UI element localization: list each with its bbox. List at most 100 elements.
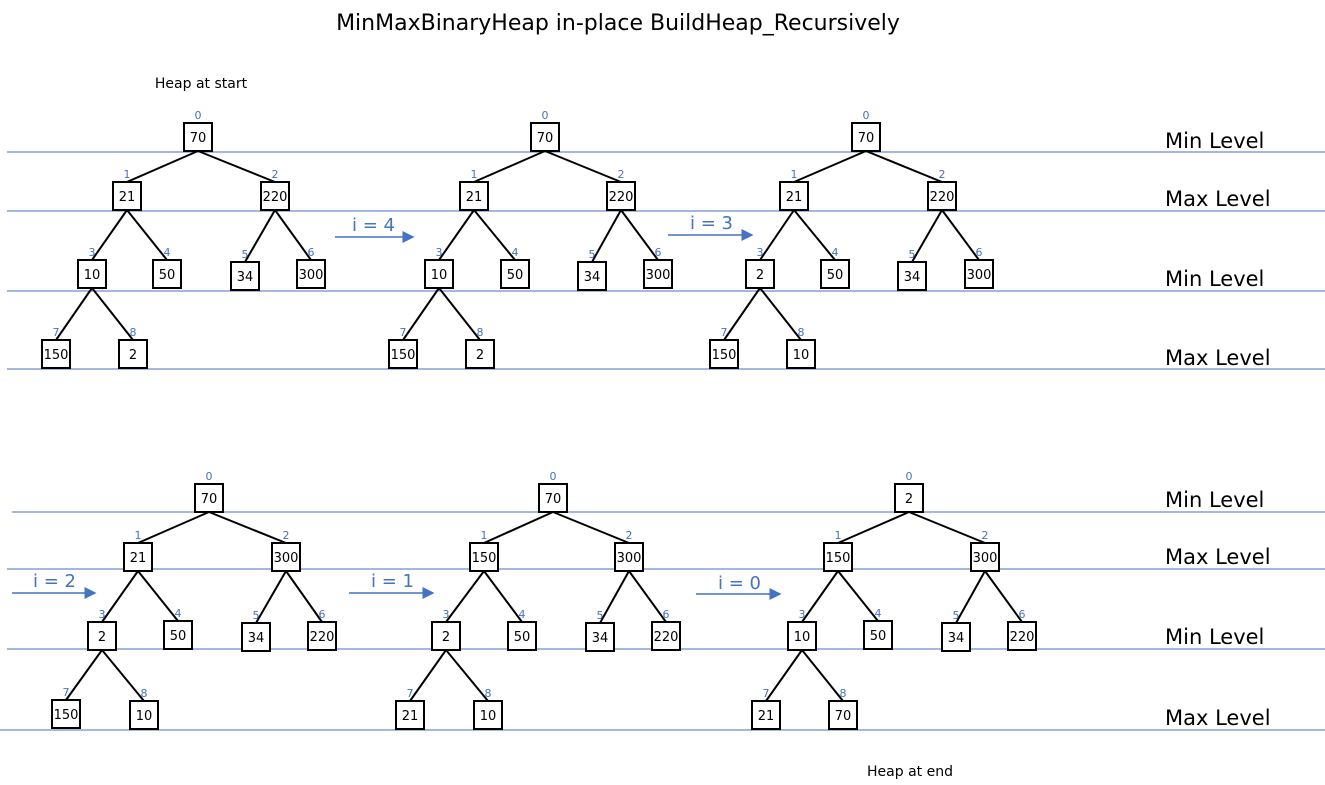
heap-node: 108 bbox=[129, 687, 159, 730]
node-index: 8 bbox=[485, 687, 492, 700]
node-box bbox=[118, 339, 148, 369]
node-index: 0 bbox=[206, 470, 213, 483]
tree-edge bbox=[801, 649, 844, 702]
tree-edge bbox=[65, 649, 103, 701]
node-value: 34 bbox=[592, 631, 609, 646]
heap-node: 23 bbox=[431, 608, 461, 651]
tree-edge bbox=[620, 209, 659, 261]
node-value: 150 bbox=[44, 348, 69, 363]
node-box bbox=[388, 339, 418, 369]
node-box bbox=[745, 259, 775, 289]
tree-edge bbox=[591, 209, 622, 263]
node-value: 220 bbox=[609, 190, 634, 205]
node-index: 5 bbox=[597, 609, 604, 622]
node-value: 300 bbox=[274, 551, 299, 566]
node-box bbox=[183, 122, 213, 152]
level-label: Max Level bbox=[1165, 187, 1271, 211]
node-value: 300 bbox=[967, 268, 992, 283]
tree-edge bbox=[208, 511, 287, 544]
node-index: 8 bbox=[840, 687, 847, 700]
node-index: 7 bbox=[63, 686, 70, 699]
node-index: 5 bbox=[953, 609, 960, 622]
tree-edge bbox=[865, 150, 943, 183]
tree-edge bbox=[255, 570, 287, 624]
diagram-title: MinMaxBinaryHeap in-place BuildHeap_Recu… bbox=[336, 11, 900, 36]
node-index: 4 bbox=[512, 246, 519, 259]
node-box bbox=[395, 700, 425, 730]
step-label: i = 4 bbox=[352, 215, 395, 236]
tree-edge bbox=[908, 511, 986, 544]
node-index: 8 bbox=[130, 326, 137, 339]
tree-edge bbox=[91, 209, 128, 261]
level-label: Min Level bbox=[1165, 129, 1264, 153]
tree-edge bbox=[483, 511, 554, 544]
level-lines bbox=[0, 151, 1325, 731]
step-label: i = 1 bbox=[371, 571, 414, 592]
heap-node: 23 bbox=[87, 608, 117, 651]
node-box bbox=[606, 181, 636, 211]
node-index: 5 bbox=[242, 248, 249, 261]
node-box bbox=[469, 542, 499, 572]
tree-edge bbox=[101, 649, 145, 702]
node-box bbox=[941, 622, 971, 652]
node-index: 0 bbox=[863, 109, 870, 122]
node-index: 1 bbox=[835, 529, 842, 542]
node-value: 70 bbox=[201, 492, 218, 507]
node-box bbox=[424, 259, 454, 289]
node-index: 7 bbox=[721, 326, 728, 339]
node-index: 3 bbox=[436, 246, 443, 259]
node-index: 6 bbox=[976, 246, 983, 259]
node-box bbox=[897, 261, 927, 291]
step-0: i = 4 bbox=[335, 215, 415, 243]
node-index: 1 bbox=[135, 529, 142, 542]
node-box bbox=[241, 622, 271, 652]
node-box bbox=[964, 259, 994, 289]
node-value: 21 bbox=[466, 190, 483, 205]
heap-node: 28 bbox=[465, 326, 495, 369]
node-index: 3 bbox=[89, 246, 96, 259]
node-value: 10 bbox=[480, 709, 497, 724]
node-value: 21 bbox=[119, 190, 136, 205]
node-box bbox=[77, 259, 107, 289]
node-index: 3 bbox=[99, 608, 106, 621]
node-index: 8 bbox=[798, 326, 805, 339]
node-index: 1 bbox=[481, 529, 488, 542]
level-label: Max Level bbox=[1165, 346, 1271, 370]
node-box bbox=[828, 700, 858, 730]
heap-start-caption: Heap at start bbox=[155, 76, 248, 92]
node-box bbox=[129, 700, 159, 730]
heap-node: 700 bbox=[183, 109, 213, 152]
node-value: 34 bbox=[904, 270, 921, 285]
node-box bbox=[643, 259, 673, 289]
node-box bbox=[260, 181, 290, 211]
tree-edge bbox=[244, 209, 276, 263]
node-box bbox=[465, 339, 495, 369]
node-value: 220 bbox=[263, 190, 288, 205]
tree-edge bbox=[137, 511, 210, 544]
heap-node: 211 bbox=[123, 529, 153, 572]
heap-node: 345 bbox=[897, 248, 927, 291]
heap-node: 108 bbox=[786, 326, 816, 369]
heap-node: 70 0 bbox=[194, 470, 224, 513]
node-value: 70 bbox=[190, 131, 207, 146]
node-box bbox=[614, 542, 644, 572]
heap-node: 504 bbox=[863, 607, 893, 650]
node-index: 2 bbox=[626, 529, 633, 542]
node-box bbox=[577, 261, 607, 291]
tree-edge bbox=[409, 649, 447, 702]
node-index: 7 bbox=[407, 687, 414, 700]
tree-edge bbox=[274, 209, 312, 261]
tree-edge bbox=[126, 150, 199, 183]
node-value: 70 bbox=[545, 492, 562, 507]
